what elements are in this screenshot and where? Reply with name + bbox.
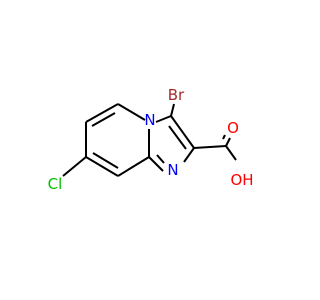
bond-c7-c8-outer <box>85 156 119 177</box>
molecule-structure: Br Cl N N O OH <box>48 86 254 193</box>
bond-c7-cl <box>62 156 87 177</box>
bond-c2-cooh <box>193 145 227 149</box>
bond-c2-n1 <box>183 147 195 163</box>
nitrogen-imidazole-label: N <box>167 161 178 179</box>
bond-c5-c6-inner <box>91 112 116 127</box>
bromine-atom-label: Br <box>168 86 185 104</box>
bond-c7-c8-inner <box>92 152 119 169</box>
bond-carbonyl-a <box>225 137 231 147</box>
bond-c3-br <box>170 103 175 117</box>
oxygen-carbonyl-label: O <box>227 119 239 137</box>
bond-c3-c2-inner <box>168 125 187 150</box>
chlorine-atom-label: Cl <box>48 175 63 193</box>
bond-c5-c6-outer <box>85 103 119 123</box>
bond-n4-c3 <box>155 115 172 123</box>
bond-n4-c5 <box>117 103 146 121</box>
bond-carbonyl-b <box>222 134 226 140</box>
bond-c3-c2-outer <box>170 115 195 149</box>
bond-layer <box>62 103 237 177</box>
bond-c8a-n1-inner <box>156 154 165 164</box>
bond-c8-c8a <box>117 156 150 177</box>
atom-label-layer: Br Cl N N O OH <box>48 86 254 193</box>
nitrogen-bridge-label: N <box>144 111 155 129</box>
hydroxyl-label: OH <box>230 171 253 189</box>
bond-c8a-n1-outer <box>148 156 164 172</box>
bond-c-oh <box>225 145 237 161</box>
